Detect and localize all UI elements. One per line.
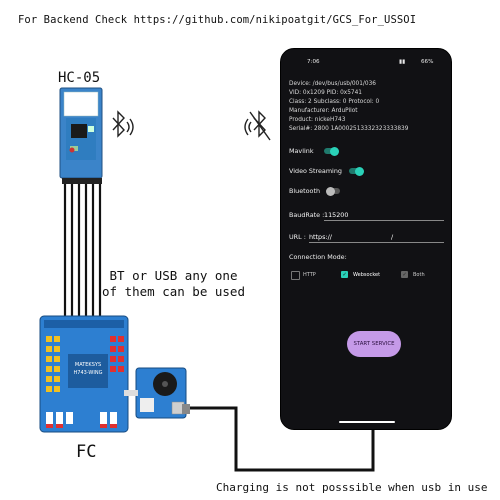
video-streaming-toggle[interactable]	[349, 166, 364, 176]
fc-board-model: H743-WING	[74, 370, 103, 376]
websocket-label: Websocket	[353, 272, 381, 278]
hc05-wires	[63, 184, 102, 318]
fc-board-brand: MATEKSYS	[75, 362, 101, 368]
http-checkbox[interactable]	[291, 271, 300, 280]
bluetooth-icon	[112, 110, 134, 138]
usb-info-serial: Serial#: 2800 1A0002513332323333839	[289, 126, 409, 132]
phone-app: 7:06 66% ▮▮ Device: /dev/bus/usb/001/036…	[280, 48, 452, 430]
bluetooth-toggle[interactable]	[326, 186, 340, 196]
baud-rate-underline	[324, 220, 444, 221]
hc05-module	[59, 87, 103, 184]
mavlink-label: Mavlink	[289, 147, 314, 155]
usb-info-product: Product: nickeH743	[289, 117, 346, 123]
usb-cable	[186, 406, 375, 472]
websocket-checkbox[interactable]: ✓	[341, 271, 348, 278]
both-checkbox[interactable]: ✓	[401, 271, 408, 278]
usb-info-class: Class: 2 Subclass: 0 Protocol: 0	[289, 99, 380, 105]
start-service-button[interactable]: START SERVICE	[347, 331, 401, 357]
url-underline	[309, 242, 444, 243]
usb-info-manufacturer: Manufacturer: ArduPilot	[289, 108, 358, 114]
video-streaming-label: Video Streaming	[289, 167, 342, 175]
backend-check-note: For Backend Check https://github.com/nik…	[18, 14, 417, 26]
url-input-tail: /	[391, 233, 394, 241]
usb-info-vid-pid: VID: 0x1209 PID: 0x5741	[289, 90, 362, 96]
url-label: URL :	[289, 233, 306, 241]
status-battery: 66%	[421, 59, 434, 65]
fc-label: FC	[76, 442, 97, 462]
status-time: 7:06	[307, 59, 320, 65]
phone-status-bar: 7:06 66% ▮▮	[281, 49, 451, 73]
usb-info-device: Device: /dev/bus/usb/001/036	[289, 81, 376, 87]
home-indicator	[339, 421, 395, 423]
signal-icon: ▮▮	[399, 59, 406, 65]
hc05-label: HC-05	[58, 70, 101, 86]
usb-adapter-board	[124, 367, 187, 419]
baud-rate-input[interactable]: 115200	[324, 211, 349, 219]
usb-plug-left	[182, 404, 190, 414]
url-input[interactable]: https://	[309, 233, 332, 241]
mavlink-toggle[interactable]	[324, 146, 339, 156]
both-label: Both	[413, 272, 425, 278]
bluetooth-label: Bluetooth	[289, 187, 321, 195]
bt-or-usb-note: BT or USB any one of them can be used	[102, 268, 245, 299]
http-label: HTTP	[303, 272, 316, 278]
charging-note: Charging is not posssible when usb in us…	[216, 481, 488, 494]
connection-mode-label: Connection Mode:	[289, 253, 347, 261]
bluetooth-disabled-icon	[244, 110, 271, 141]
flight-controller-board: MATEKSYS H743-WING	[39, 315, 129, 433]
baud-rate-label: BaudRate :	[289, 211, 325, 219]
